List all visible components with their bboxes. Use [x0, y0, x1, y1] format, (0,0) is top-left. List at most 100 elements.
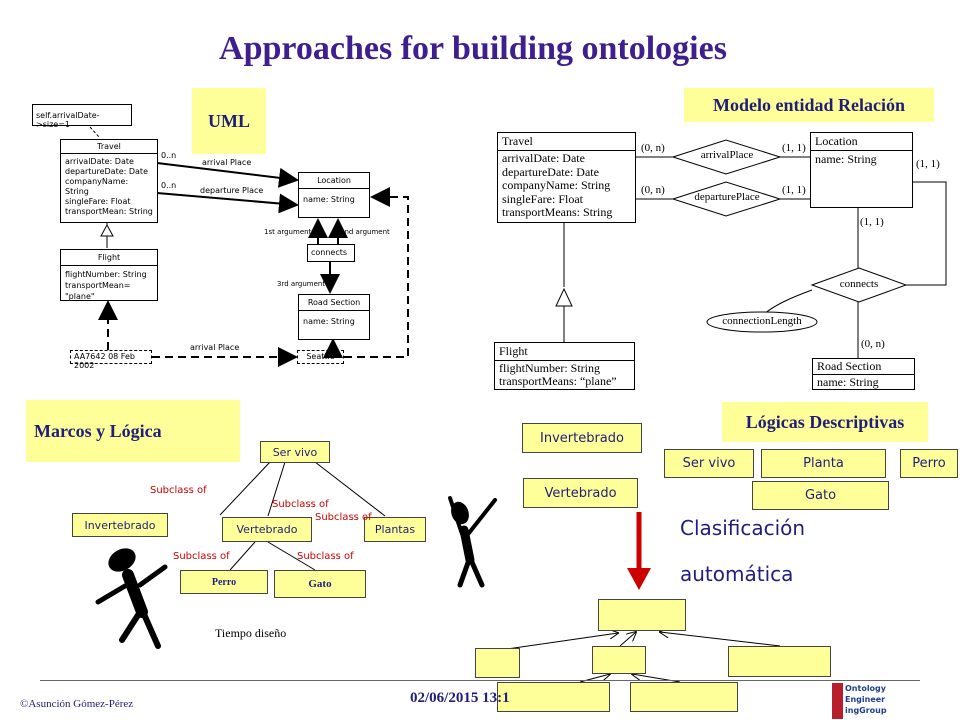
er-travel-attr: departureDate: Date — [502, 164, 599, 179]
uml-arrival-label: arrival Place — [202, 158, 252, 167]
er-road-name: Road Section — [813, 359, 914, 375]
uml-note-link — [89, 126, 101, 139]
frames-design-time: Tiempo diseño — [215, 626, 287, 640]
uml-travel-attr: companyName: String — [65, 177, 129, 196]
uml-arrival-inst-label: arrival Place — [190, 343, 240, 352]
frames-subclass-label: Subclass of — [173, 551, 230, 562]
er-line-location-connects-right — [906, 181, 947, 286]
dl-label: Lógicas Descriptivas — [722, 402, 928, 442]
dl-out-mid — [592, 646, 646, 674]
classification-label-line1: Clasificación — [680, 516, 806, 540]
uml-travel-attr: arrivalDate: Date — [65, 157, 134, 166]
footer-date: 02/06/2015 13:1 — [410, 690, 510, 706]
uml-label-text: UML — [208, 110, 250, 131]
oeg-logo-mark — [832, 683, 843, 719]
dl-out-bottom-left — [497, 682, 610, 712]
dl-node-invertebrado: Invertebrado — [522, 423, 642, 453]
uml-departure-edge — [156, 192, 299, 214]
er-flight-attrs: flightNumber: String transportMeans: “pl… — [495, 361, 634, 389]
er-flight-name: Flight — [495, 343, 634, 361]
frames-node-invertebrado-text: Invertebrado — [84, 518, 156, 532]
uml-arrival-edge — [156, 162, 299, 188]
er-flight-attr: transportMeans: “plane” — [499, 374, 617, 388]
frames-node-plantas-text: Plantas — [374, 523, 416, 536]
dl-out-left — [475, 648, 520, 678]
dl-node-gato-text: Gato — [804, 488, 837, 503]
frames-label: Marcos y Lógica — [26, 400, 240, 462]
frames-node-plantas: Plantas — [364, 517, 426, 542]
uml-travel-name: Travel — [61, 140, 157, 154]
page-title: Approaches for building ontologies — [219, 30, 727, 67]
er-travel-attr: companyName: String — [502, 178, 611, 192]
frames-node-invertebrado: Invertebrado — [72, 513, 168, 537]
er-card-loc-down: (1, 1) — [860, 216, 884, 228]
dl-out-root — [598, 599, 686, 631]
uml-arg1-label: 1st argument — [264, 228, 312, 236]
er-rel-arrival: arrivalPlace — [700, 149, 754, 161]
er-card-loc-departure: (1, 1) — [782, 184, 806, 196]
er-rel-arrival-shape — [671, 139, 782, 175]
dl-node-planta: Planta — [761, 449, 886, 478]
er-card-road: (0, n) — [861, 338, 885, 350]
frames-subclass-label: Subclass of — [272, 499, 329, 510]
dl-out-line1 — [619, 632, 636, 647]
frames-subclass-label: Subclass of — [150, 485, 207, 496]
uml-travel-attr: departureDate: Date — [65, 167, 148, 176]
uml-travel-attr: transportMean: String — [65, 207, 153, 216]
uml-label: UML — [192, 88, 266, 154]
uml-instance-flight-text: AA7642 08 Feb 2002 — [74, 352, 135, 370]
uml-class-flight: Flight flightNumber: String transportMea… — [60, 249, 158, 301]
uml-arg3-label: 3rd argument — [277, 280, 326, 288]
uml-constraint-text: self.arrivalDate->size=1 — [36, 111, 100, 129]
er-inherit-triangle — [555, 287, 573, 307]
uml-connects-text: connects — [311, 248, 348, 257]
dl-out-right — [728, 646, 831, 677]
uml-flight-attr: transportMean= "plane" — [65, 281, 131, 301]
er-rel-connects-shape — [810, 267, 908, 303]
er-attr-connection: connectionLength — [722, 315, 802, 327]
frames-subclass-label: Subclass of — [297, 551, 354, 562]
dl-out-bottom-right — [630, 682, 738, 712]
er-rel-departure-shape — [671, 181, 782, 217]
frames-node-perro: Perro — [180, 570, 268, 594]
dl-label-text: Lógicas Descriptivas — [745, 411, 905, 432]
er-line-connects-attr — [763, 289, 813, 315]
frames-line-invert — [219, 461, 271, 516]
uml-inherit-triangle — [100, 223, 114, 237]
er-entity-location: Location name: String — [810, 132, 913, 208]
frames-line-gato — [267, 541, 316, 571]
er-travel-attr: transportMeans: String — [502, 205, 613, 219]
dl-node-perro-text: Perro — [912, 456, 946, 471]
uml-class-connects: connects — [307, 244, 355, 262]
oeg-logo: Ontology Engineer ingGroup — [832, 683, 892, 719]
frames-node-gato: Gato — [274, 570, 366, 598]
frames-node-ser-vivo-text: Ser vivo — [272, 445, 318, 459]
uml-location-name: Location — [299, 173, 369, 189]
er-rel-departure: departurePlace — [694, 191, 760, 203]
er-card-travel-departure: (0, n) — [641, 184, 665, 196]
er-entity-flight: Flight flightNumber: String transportMea… — [494, 342, 635, 390]
uml-road-attr: name: String — [303, 317, 355, 326]
frames-node-vertebrado: Vertebrado — [222, 517, 312, 542]
uml-arg2-label: 2nd argument — [340, 228, 390, 236]
footer-divider — [40, 680, 920, 681]
uml-instance-seattle: Seattle — [297, 350, 344, 364]
frames-line-perro — [229, 541, 256, 571]
uml-departure-label: departure Place — [200, 186, 264, 195]
frames-line-plantas — [314, 461, 386, 517]
er-flight-attr: flightNumber: String — [499, 361, 600, 375]
er-rel-connects: connects — [839, 278, 879, 290]
uml-road-name: Road Section — [299, 295, 369, 311]
dl-node-ser-vivo: Ser vivo — [664, 449, 754, 478]
classification-arrow-head — [627, 568, 651, 590]
er-travel-name: Travel — [498, 133, 635, 151]
oeg-logo-line: ingGroup — [845, 706, 887, 715]
dl-out-line2 — [499, 633, 618, 651]
classification-label-line2: automática — [680, 562, 794, 586]
er-label-text: Modelo entidad Relación — [713, 94, 905, 115]
uml-instance-flight: AA7642 08 Feb 2002 — [70, 350, 152, 370]
dl-node-gato: Gato — [752, 481, 889, 510]
uml-travel-attr: singleFare: Float — [65, 197, 131, 206]
frames-label-text: Marcos y Lógica — [34, 420, 162, 441]
